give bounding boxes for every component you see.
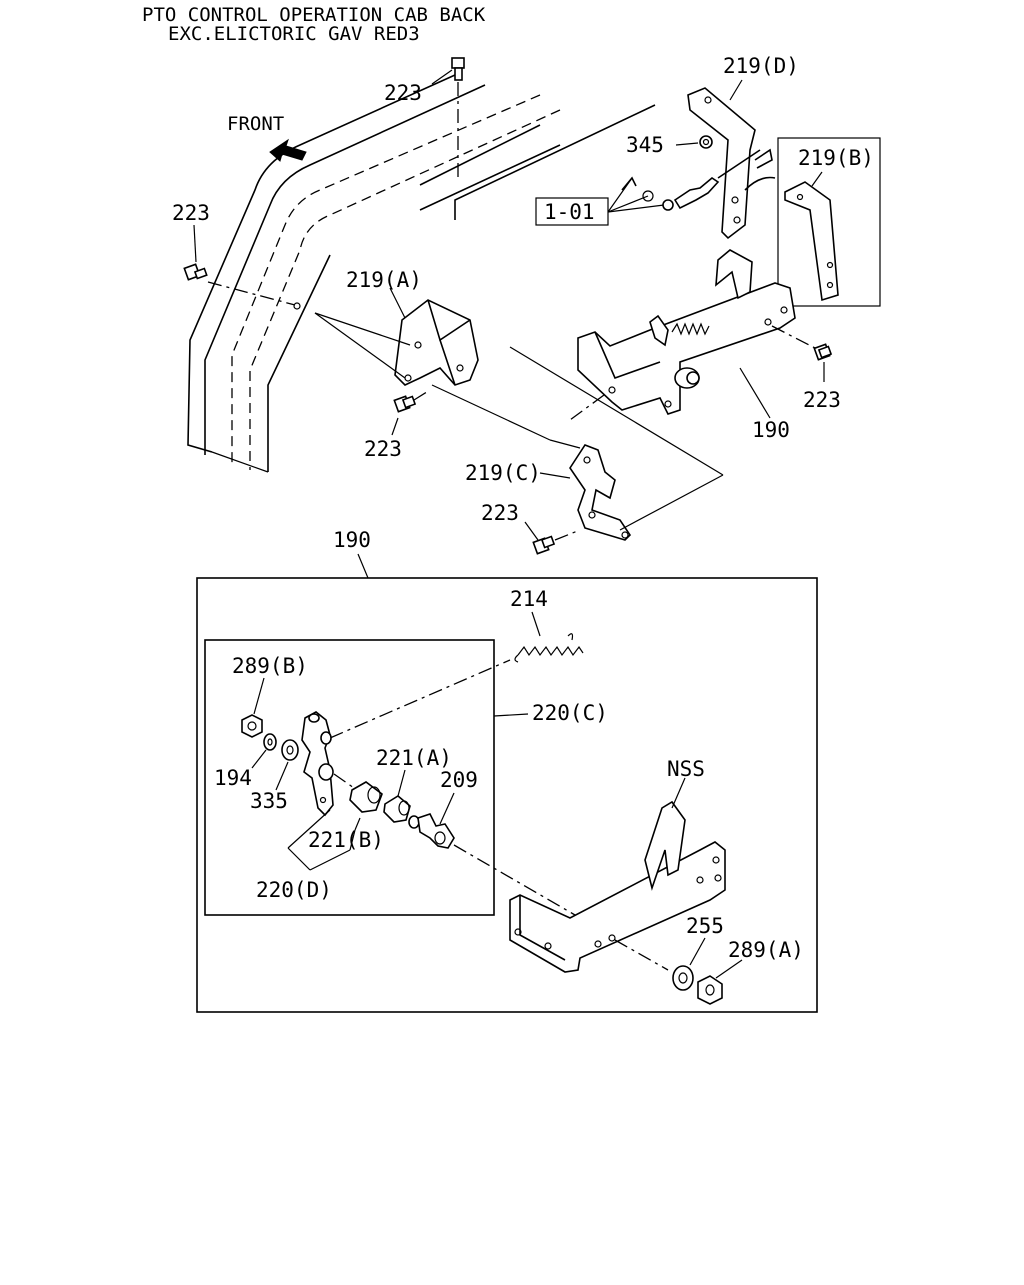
nut-289a bbox=[697, 975, 723, 1005]
front-label: FRONT bbox=[227, 113, 284, 135]
bushing-221a bbox=[383, 795, 411, 823]
label-220d: 220(D) bbox=[256, 878, 332, 902]
bracket-219d bbox=[687, 87, 773, 240]
bolt-223-left bbox=[183, 263, 301, 310]
label-220c: 220(C) bbox=[532, 701, 608, 725]
cab-back-outline bbox=[187, 74, 656, 473]
label-289a: 289(A) bbox=[728, 938, 804, 962]
inset-219b bbox=[777, 137, 881, 307]
bushing-221b bbox=[349, 781, 383, 813]
nut-345 bbox=[699, 135, 713, 149]
cable-connector-1-01 bbox=[535, 149, 776, 226]
diagram-title-line2: EXC.ELICTORIC GAV RED3 bbox=[168, 23, 420, 45]
bracket-219a bbox=[314, 299, 479, 386]
label-221b: 221(B) bbox=[308, 828, 384, 852]
label-223-right: 223 bbox=[803, 388, 841, 412]
label-289b: 289(B) bbox=[232, 654, 308, 678]
detail-box-190 bbox=[196, 577, 818, 1013]
label-214: 214 bbox=[510, 587, 548, 611]
label-255: 255 bbox=[686, 914, 724, 938]
label-219a: 219(A) bbox=[346, 268, 422, 292]
label-nss: NSS bbox=[667, 757, 705, 781]
label-223-low: 223 bbox=[481, 501, 519, 525]
nut-289b bbox=[241, 714, 263, 738]
washer-194 bbox=[263, 733, 277, 751]
label-219c: 219(C) bbox=[465, 461, 541, 485]
bolt-223-right bbox=[771, 325, 833, 361]
bolt-223-mid bbox=[393, 389, 431, 413]
bolt-223-low bbox=[532, 529, 581, 555]
washer-335 bbox=[281, 739, 299, 761]
label-345: 345 bbox=[626, 133, 664, 157]
label-223-mid: 223 bbox=[364, 437, 402, 461]
label-219b: 219(B) bbox=[798, 146, 874, 170]
spring-214 bbox=[514, 633, 584, 663]
detail-box-220c bbox=[204, 639, 495, 916]
lever-220d bbox=[301, 711, 334, 817]
bracket-nss bbox=[509, 800, 726, 973]
label-190-box: 190 bbox=[333, 528, 371, 552]
shaft-bolt-209 bbox=[408, 813, 455, 849]
label-221a: 221(A) bbox=[376, 746, 452, 770]
washer-255 bbox=[672, 965, 694, 991]
label-194: 194 bbox=[214, 766, 252, 790]
callout-220d bbox=[287, 809, 356, 871]
label-223-left: 223 bbox=[172, 201, 210, 225]
bracket-190-assembly bbox=[569, 249, 796, 421]
bolt-223-top bbox=[451, 57, 465, 180]
label-209: 209 bbox=[440, 768, 478, 792]
label-1-01: 1-01 bbox=[544, 200, 595, 224]
label-219d: 219(D) bbox=[723, 54, 799, 78]
diagram-title-line1: PTO CONTROL OPERATION CAB BACK bbox=[142, 4, 486, 26]
bracket-219c bbox=[569, 444, 724, 541]
label-223-top: 223 bbox=[384, 81, 422, 105]
label-190-top: 190 bbox=[752, 418, 790, 442]
label-335: 335 bbox=[250, 789, 288, 813]
